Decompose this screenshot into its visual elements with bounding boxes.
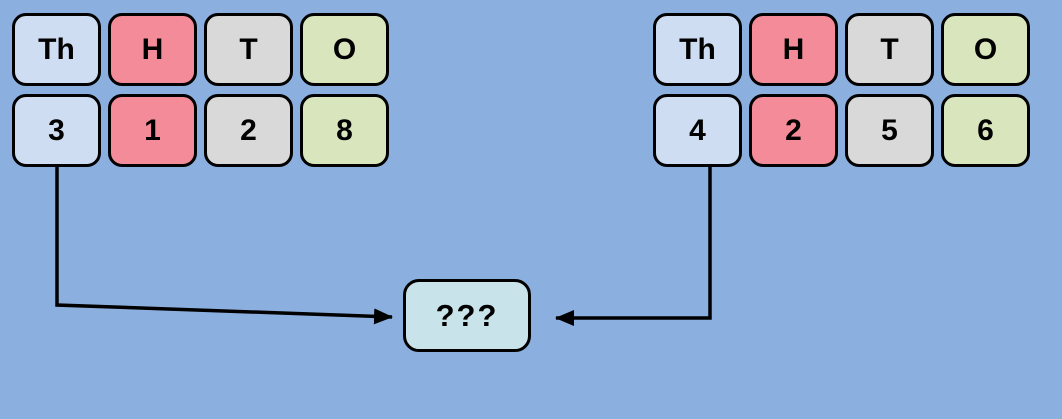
right-value-tens: 5 (845, 94, 934, 167)
right-header-thousands: Th (653, 13, 742, 86)
right-header-ones: O (941, 13, 1030, 86)
left-header-hundreds: H (108, 13, 197, 86)
right-value-thousands: 4 (653, 94, 742, 167)
left-value-tens: 2 (204, 94, 293, 167)
right-place-value-table: Th H T O 4 2 5 6 (653, 13, 1030, 167)
left-header-thousands: Th (12, 13, 101, 86)
left-header-tens: T (204, 13, 293, 86)
right-value-ones: 6 (941, 94, 1030, 167)
right-value-hundreds: 2 (749, 94, 838, 167)
result-box: ??? (403, 279, 531, 352)
left-place-value-table: Th H T O 3 1 2 8 (12, 13, 389, 167)
right-header-tens: T (845, 13, 934, 86)
left-value-ones: 8 (300, 94, 389, 167)
left-value-thousands: 3 (12, 94, 101, 167)
arrow-left-thousands-to-result (55, 167, 393, 325)
left-header-ones: O (300, 13, 389, 86)
arrow-right-thousands-to-result (555, 167, 712, 326)
right-header-hundreds: H (749, 13, 838, 86)
left-value-hundreds: 1 (108, 94, 197, 167)
